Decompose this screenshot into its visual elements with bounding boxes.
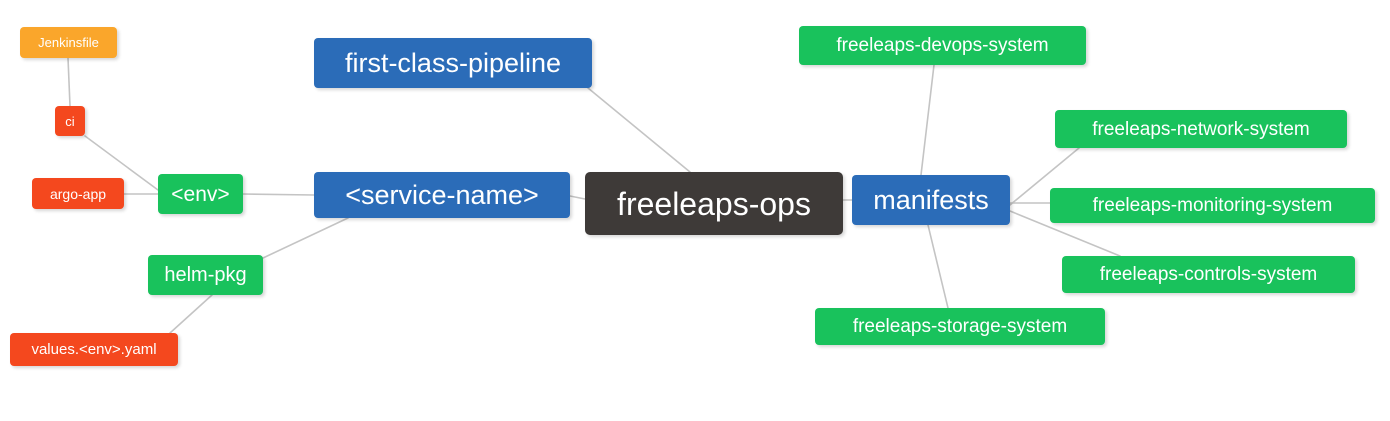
node-root[interactable]: freeleaps-ops (585, 172, 843, 235)
edge-values-yaml-to-helm-pkg (169, 294, 213, 334)
node-devops[interactable]: freeleaps-devops-system (799, 26, 1086, 65)
node-label-network: freeleaps-network-system (1092, 118, 1310, 140)
node-manifests[interactable]: manifests (852, 175, 1010, 225)
node-monitoring[interactable]: freeleaps-monitoring-system (1050, 188, 1375, 223)
edge-env-to-service-name (242, 193, 315, 196)
node-label-storage: freeleaps-storage-system (852, 316, 1068, 337)
node-label-argo-app: argo-app (49, 185, 107, 202)
edge-jenkinsfile-to-ci (67, 57, 71, 107)
node-label-helm-pkg: helm-pkg (164, 264, 247, 286)
node-network[interactable]: freeleaps-network-system (1055, 110, 1347, 148)
node-values-yaml[interactable]: values.<env>.yaml (10, 333, 178, 366)
node-argo-app[interactable]: argo-app (32, 178, 124, 209)
node-label-devops: freeleaps-devops-system (836, 35, 1049, 56)
node-helm-pkg[interactable]: helm-pkg (148, 255, 263, 295)
node-label-root: freeleaps-ops (617, 185, 811, 222)
node-storage[interactable]: freeleaps-storage-system (815, 308, 1105, 345)
edge-manifests-to-devops (920, 64, 935, 176)
edge-helm-pkg-to-service-name (262, 217, 349, 259)
node-label-env: <env> (171, 182, 230, 206)
node-service-name[interactable]: <service-name> (314, 172, 570, 218)
edge-manifests-to-storage (927, 224, 949, 309)
node-controls[interactable]: freeleaps-controls-system (1062, 256, 1355, 293)
edge-pipeline-to-root (587, 87, 691, 173)
node-label-controls: freeleaps-controls-system (1099, 264, 1318, 285)
node-label-pipeline: first-class-pipeline (344, 47, 562, 78)
node-ci[interactable]: ci (55, 106, 85, 136)
node-jenkinsfile[interactable]: Jenkinsfile (20, 27, 117, 58)
edge-service-name-to-root (569, 195, 586, 200)
node-label-values-yaml: values.<env>.yaml (31, 341, 157, 358)
node-label-manifests: manifests (873, 184, 989, 215)
node-label-monitoring: freeleaps-monitoring-system (1092, 195, 1333, 216)
node-label-jenkinsfile: Jenkinsfile (38, 35, 99, 50)
node-label-ci: ci (65, 113, 75, 129)
node-label-service-name: <service-name> (345, 179, 539, 210)
node-env[interactable]: <env> (158, 174, 243, 214)
node-pipeline[interactable]: first-class-pipeline (314, 38, 592, 88)
